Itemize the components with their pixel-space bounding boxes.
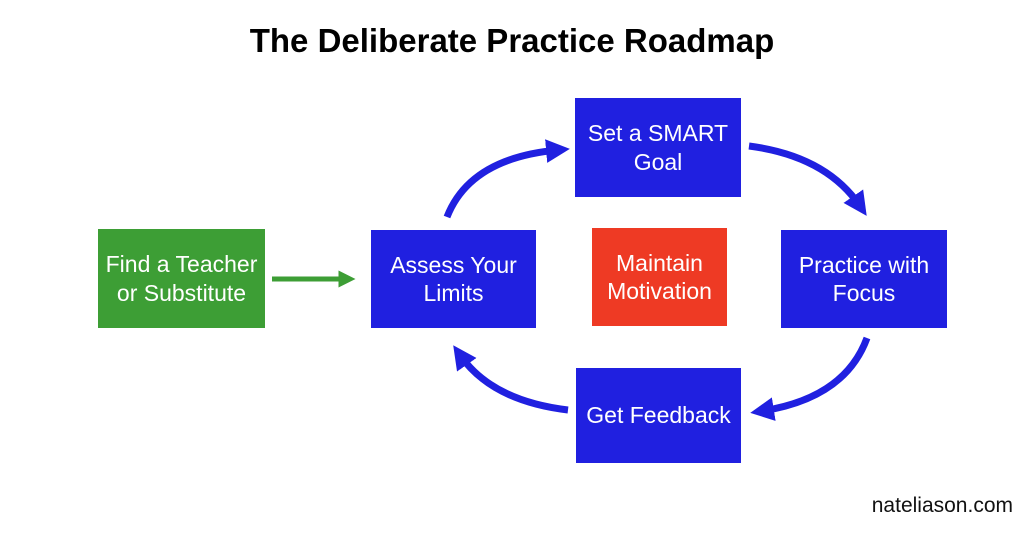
- diagram-title: The Deliberate Practice Roadmap: [249, 22, 775, 59]
- node-practice-with-focus: Practice with Focus: [781, 230, 947, 328]
- arrow-feedback-to-assess-icon: [453, 345, 569, 414]
- node-assess-your-limits: Assess Your Limits: [371, 230, 536, 328]
- node-set-a-smart-goal: Set a SMART Goal: [575, 98, 741, 197]
- node-find-a-teacher: Find a Teacher or Substitute: [98, 229, 265, 328]
- arrow-assess-to-smart-goal-icon: [443, 139, 570, 219]
- arrow-practice-to-feedback-icon: [750, 336, 871, 421]
- node-get-feedback: Get Feedback: [576, 368, 741, 463]
- arrow-smart-goal-to-practice-icon: [748, 142, 867, 216]
- node-maintain-motivation: Maintain Motivation: [592, 228, 727, 326]
- site-credit: nateliason.com: [871, 494, 1013, 517]
